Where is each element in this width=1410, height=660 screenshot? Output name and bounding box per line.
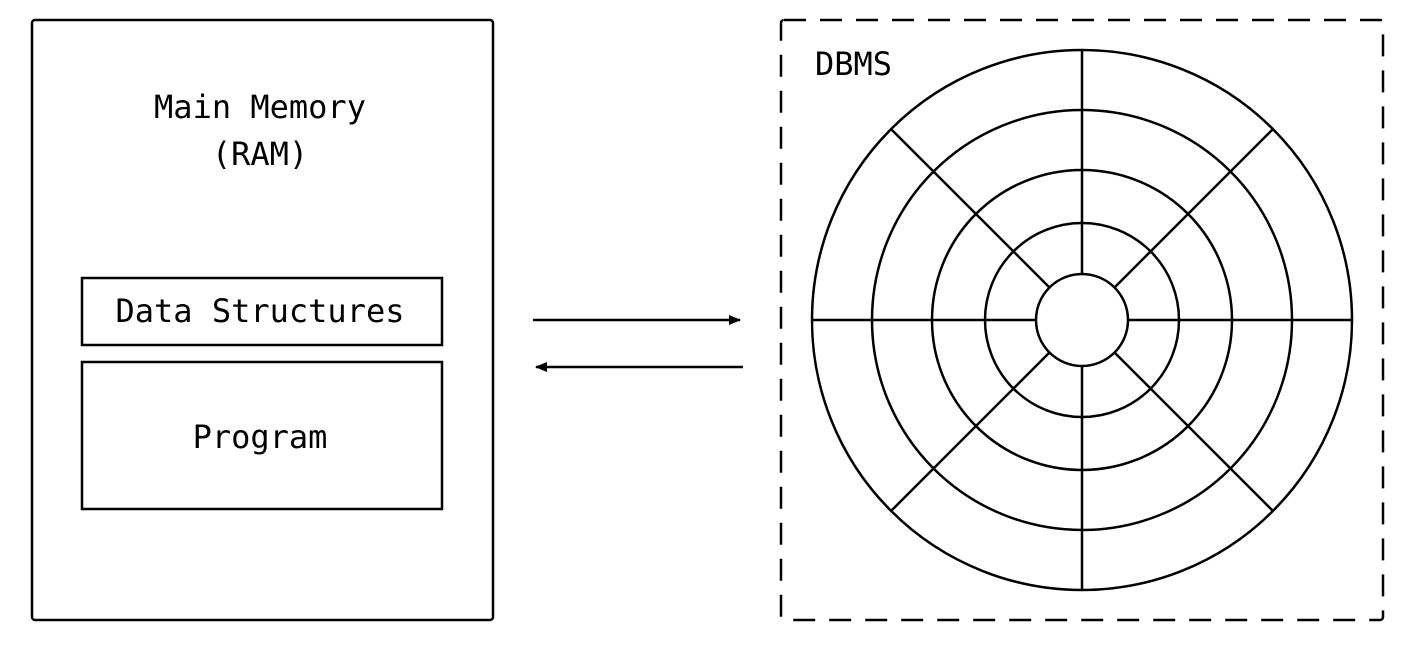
dbms-dashed-box xyxy=(779,18,1385,622)
main-memory-block: Main Memory (RAM) Data Structures Progra… xyxy=(30,18,495,622)
data-structures-label: Data Structures xyxy=(116,292,405,330)
main-memory-box xyxy=(30,18,495,622)
disk-sector-spoke-2 xyxy=(1113,351,1274,512)
main-memory-title: Main Memory xyxy=(154,88,366,126)
dbms-block: DBMS xyxy=(779,18,1385,622)
data-structures-box xyxy=(80,276,444,347)
disk-track-ring-5 xyxy=(1034,272,1130,368)
program-label: Program xyxy=(193,418,328,456)
dbms-label: DBMS xyxy=(815,45,892,83)
data-transfer-arrows xyxy=(533,315,743,372)
program-box xyxy=(80,360,444,511)
disk-sector-spoke-4 xyxy=(890,351,1051,512)
disk-sector-spoke-6 xyxy=(890,128,1051,289)
disk-platter-icon xyxy=(810,48,1354,592)
main-memory-subtitle: (RAM) xyxy=(212,135,308,173)
disk-sector-spoke-8 xyxy=(1113,128,1274,289)
